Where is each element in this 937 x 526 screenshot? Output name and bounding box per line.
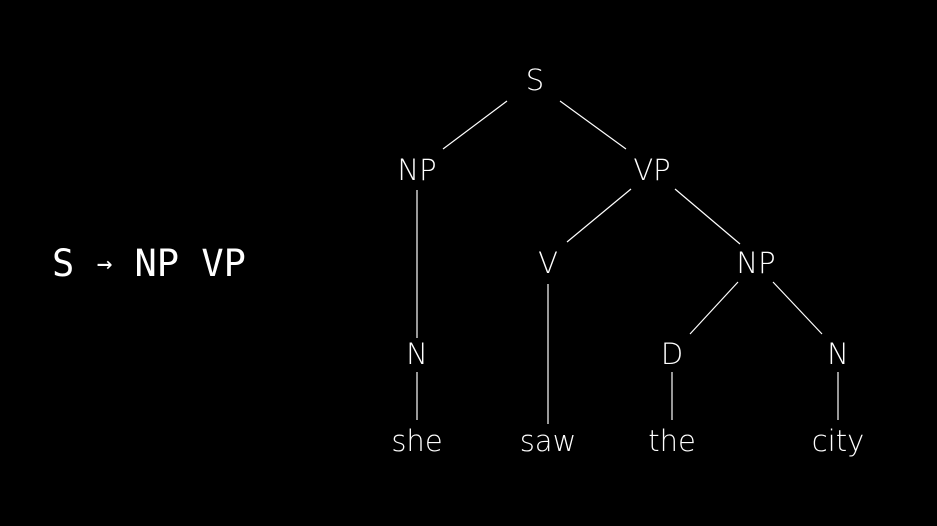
- rule-lhs: S: [52, 242, 75, 285]
- node-n-subject: N: [406, 337, 428, 371]
- word-the: the: [648, 424, 696, 458]
- edge-vp-v: [566, 188, 632, 243]
- word-city: city: [812, 424, 865, 458]
- node-np-object: NP: [736, 246, 775, 280]
- edge-np-d: [689, 281, 739, 335]
- edge-s-vp: [559, 100, 627, 150]
- node-s: S: [526, 63, 544, 97]
- edge-s-np: [442, 100, 508, 150]
- node-v: V: [538, 246, 558, 280]
- edge-vp-np: [674, 188, 741, 245]
- node-vp: VP: [633, 153, 670, 187]
- rule-arrow: →: [96, 249, 113, 279]
- grammar-rule: S → NP VP: [52, 236, 246, 292]
- edge-np-n: [772, 281, 823, 335]
- rule-rhs-np: NP: [134, 242, 180, 285]
- word-she: she: [391, 424, 442, 458]
- node-n-object: N: [827, 337, 849, 371]
- rule-rhs-vp: VP: [201, 242, 246, 285]
- word-saw: saw: [520, 424, 577, 458]
- node-d: D: [661, 337, 683, 371]
- node-np-subject: NP: [397, 153, 436, 187]
